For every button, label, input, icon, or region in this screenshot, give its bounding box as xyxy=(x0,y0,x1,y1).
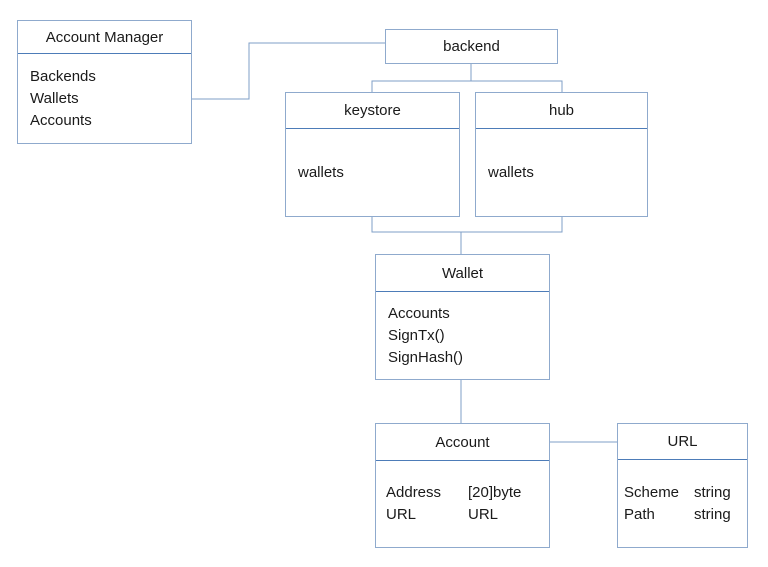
class-members: Scheme string Path string xyxy=(618,460,747,547)
field-type: string xyxy=(694,483,731,501)
class-field: URL URL xyxy=(386,504,549,526)
class-members: Backends Wallets Accounts xyxy=(18,54,191,143)
class-title: Account xyxy=(376,424,549,461)
class-member: Wallets xyxy=(30,89,79,107)
class-box-account: Account Address [20]byte URL URL xyxy=(375,423,550,548)
class-member: Accounts xyxy=(30,111,92,129)
field-name: Path xyxy=(624,505,655,523)
class-title: backend xyxy=(443,38,500,55)
class-field: Path string xyxy=(624,504,747,526)
class-box-wallet: Wallet Accounts SignTx() SignHash() xyxy=(375,254,550,380)
class-box-backend: backend xyxy=(385,29,558,64)
class-member: SignTx() xyxy=(388,326,445,344)
class-member: wallets xyxy=(298,163,344,181)
class-members: wallets xyxy=(286,129,459,216)
class-member: SignHash() xyxy=(388,348,464,366)
class-box-hub: hub wallets xyxy=(475,92,648,217)
field-type: URL xyxy=(468,506,499,523)
class-member: Accounts xyxy=(388,304,450,322)
class-member: wallets xyxy=(488,163,534,181)
class-field: Scheme string xyxy=(624,482,747,504)
class-members: Address [20]byte URL URL xyxy=(376,461,549,547)
field-name: Scheme xyxy=(624,483,680,501)
class-title: URL xyxy=(618,424,747,460)
class-box-keystore: keystore wallets xyxy=(285,92,460,217)
class-title: Account Manager xyxy=(18,21,191,54)
class-box-account-manager: Account Manager Backends Wallets Account… xyxy=(17,20,192,144)
connector-backend-branch xyxy=(371,80,563,92)
field-name: URL xyxy=(386,506,417,523)
class-title: hub xyxy=(476,93,647,129)
class-title: keystore xyxy=(286,93,459,129)
class-member: Backends xyxy=(30,67,96,85)
class-box-url: URL Scheme string Path string xyxy=(617,423,748,548)
connector-accountmanager-backend xyxy=(192,42,385,100)
field-type: [20]byte xyxy=(468,484,522,501)
connector-keystore-hub-branch xyxy=(371,217,563,233)
field-name: Address xyxy=(386,484,442,501)
class-field: Address [20]byte xyxy=(386,482,549,504)
class-members: Accounts SignTx() SignHash() xyxy=(376,292,549,379)
field-type: string xyxy=(694,505,731,523)
class-members: wallets xyxy=(476,129,647,216)
class-title: Wallet xyxy=(376,255,549,292)
